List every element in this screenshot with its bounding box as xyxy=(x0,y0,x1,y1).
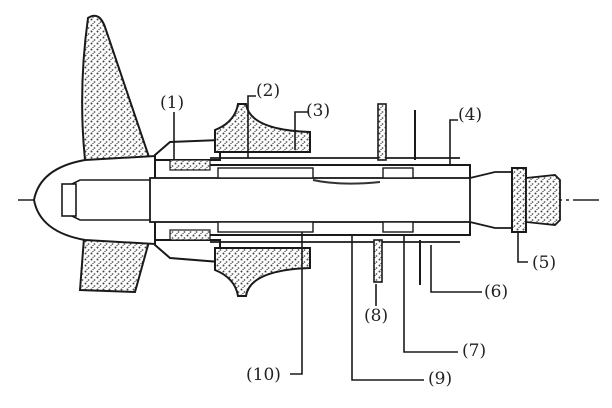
label-9: (9) xyxy=(428,369,452,389)
label-8: (8) xyxy=(364,306,388,326)
label-3: (3) xyxy=(306,101,330,121)
stern-tube xyxy=(149,157,481,243)
label-4: (4) xyxy=(458,105,482,125)
label-6: (6) xyxy=(484,282,508,302)
bracket-upper xyxy=(214,103,311,153)
leader-lines xyxy=(173,95,528,381)
propeller-blade-upper xyxy=(81,14,152,161)
label-1: (1) xyxy=(160,93,184,113)
bracket-lower xyxy=(214,247,311,297)
labels: (1) (2) (3) (4) (5) (6) (7) (8) (9) (10) xyxy=(160,81,556,389)
bulkhead-lower xyxy=(373,239,383,283)
propeller-hub xyxy=(32,154,156,246)
label-2: (2) xyxy=(256,81,280,101)
propeller-blade-lower xyxy=(78,237,152,294)
label-5: (5) xyxy=(532,253,556,273)
label-7: (7) xyxy=(462,341,486,361)
propeller-nut xyxy=(61,183,77,217)
bulkhead-upper xyxy=(377,103,387,161)
propeller xyxy=(32,14,156,294)
coupling-flange xyxy=(511,167,527,233)
label-10: (10) xyxy=(246,365,281,385)
intermediate-shaft xyxy=(525,174,561,226)
